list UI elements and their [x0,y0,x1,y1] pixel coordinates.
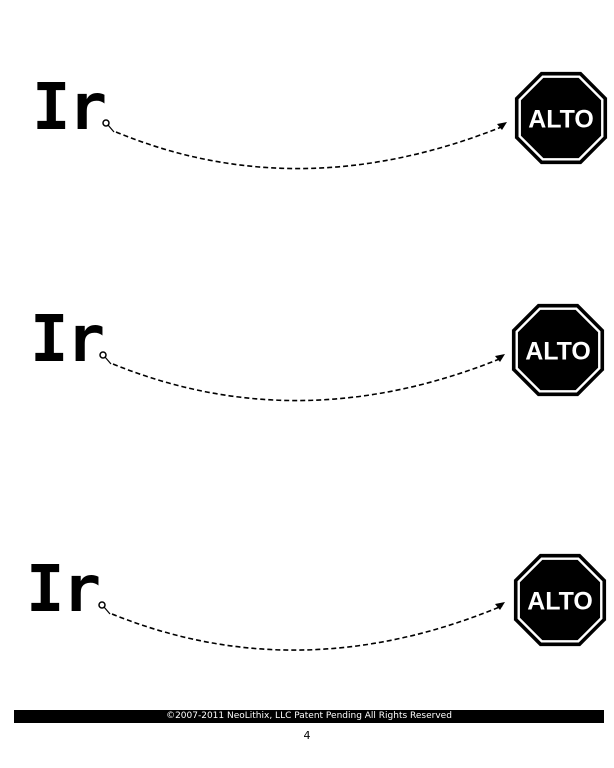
page-number: 4 [303,729,311,742]
copyright-footer: ©2007-2011 NeoLithix, LLC Patent Pending… [14,710,604,723]
stop-sign-text: ALTO [525,338,591,366]
stop-sign-icon: ALTO [513,553,607,647]
trace-start-dot [99,351,107,359]
stop-sign-text: ALTO [528,106,594,134]
arrow-head-icon [495,602,505,610]
dashed-trace-path [99,351,505,402]
dashed-trace-path [98,601,505,651]
dashed-trace-path [102,119,507,170]
dashed-arc [115,125,505,170]
dashed-arc [112,357,503,402]
trace-start-dot [98,601,106,609]
trace-row-1: Ir ALTO [0,58,614,198]
stop-sign-text: ALTO [527,588,593,616]
trace-row-2: Ir ALTO [0,290,614,430]
trace-start-dot [102,119,110,127]
trace-word: Ir [26,553,101,627]
arrow-head-icon [497,122,507,130]
stop-sign-icon: ALTO [514,71,608,165]
dashed-arc [111,605,503,651]
trace-word: Ir [32,71,107,145]
trace-row-3: Ir ALTO [0,540,614,680]
stop-sign-icon: ALTO [511,303,605,397]
arrow-head-icon [495,354,505,362]
trace-word: Ir [30,303,105,377]
